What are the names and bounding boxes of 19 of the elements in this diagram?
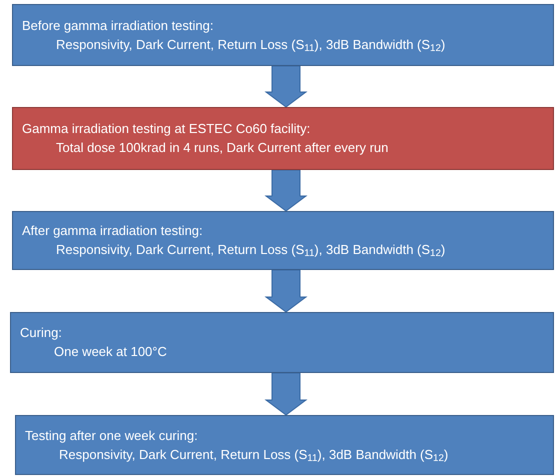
process-box	[12, 211, 554, 270]
step-heading: After gamma irradiation testing:	[22, 223, 203, 239]
step-heading: Gamma irradiation testing at ESTEC Co60 facility:	[22, 121, 310, 137]
step-heading: Before gamma irradiation testing:	[22, 18, 214, 34]
step-heading: Testing after one week curing:	[25, 428, 198, 444]
process-box	[10, 312, 554, 373]
process-box	[12, 4, 554, 66]
block-arrow	[264, 170, 308, 212]
step-description: Total dose 100krad in 4 runs, Dark Current after every run	[56, 140, 388, 156]
step-heading: Curing:	[20, 325, 62, 341]
step-description: Responsivity, Dark Current, Return Loss (S$_{11}$), 3dB Bandwidth (S$_{12}$)	[59, 446, 448, 462]
step-description: Responsivity, Dark Current, Return Loss (S$_{11}$), 3dB Bandwidth (S$_{12}$)	[56, 36, 446, 52]
step-description: Responsivity, Dark Current, Return Loss (S$_{11}$), 3dB Bandwidth (S$_{12}$)	[56, 242, 446, 258]
block-arrow	[264, 270, 308, 313]
block-arrow	[264, 66, 308, 108]
step-description: One week at 100°C	[54, 344, 167, 360]
process-box	[12, 107, 554, 170]
block-arrow	[264, 372, 308, 416]
process-box	[15, 415, 554, 475]
